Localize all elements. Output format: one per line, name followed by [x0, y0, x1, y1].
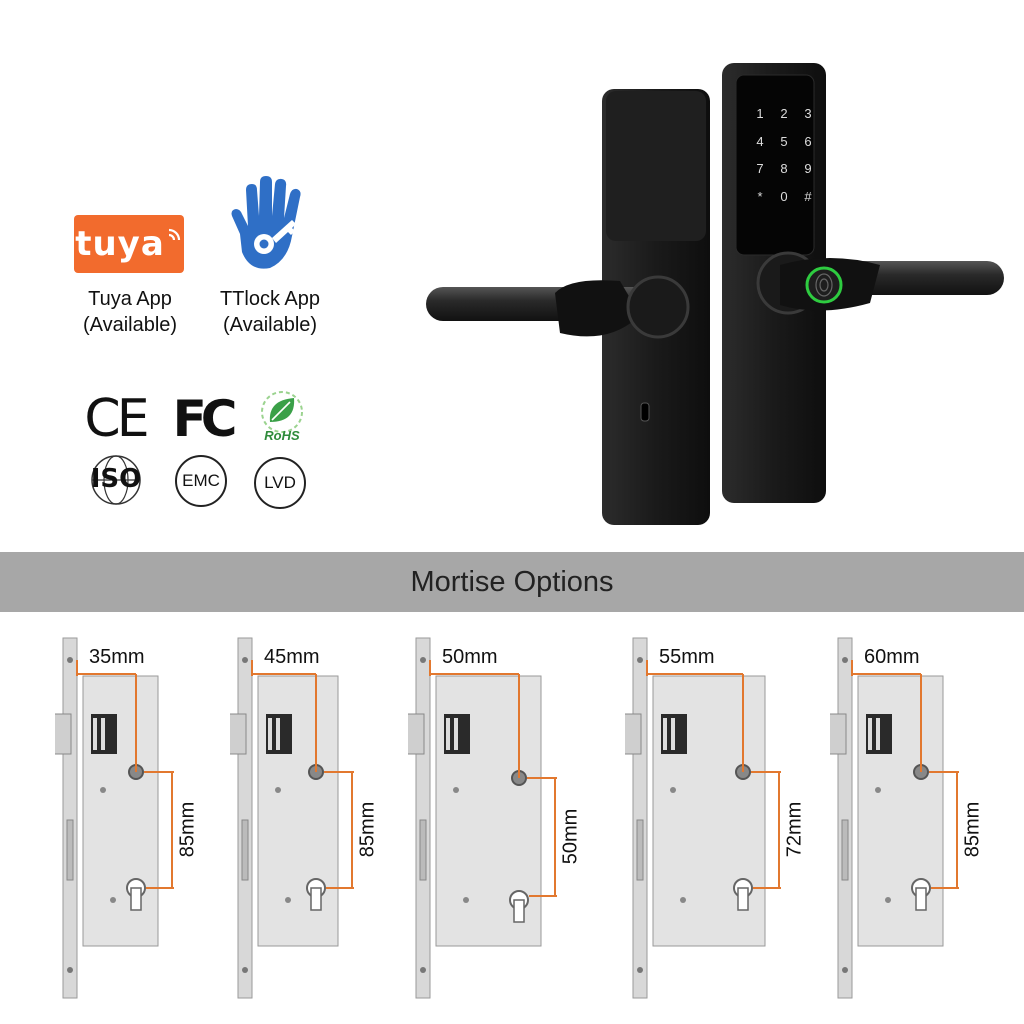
mortise-lock-body: [625, 637, 781, 999]
mortise-height-label: 85mm: [961, 801, 984, 858]
keypad-key: 4: [756, 133, 764, 149]
mortise-option-4: 55mm 72mm: [625, 630, 806, 1010]
lvd-mark: LVD: [254, 457, 306, 509]
wifi-icon: [168, 228, 180, 241]
ttlock-hand-key-icon: [231, 176, 301, 269]
mortise-height-label: 50mm: [559, 808, 582, 865]
mortise-width-label: 35mm: [89, 646, 145, 668]
tuya-app-label: Tuya App (Available): [82, 288, 178, 336]
mortise-lock-body: [408, 637, 557, 999]
rohs-mark: RoHS: [252, 388, 312, 448]
mortise-width-label: 50mm: [442, 646, 498, 668]
ce-mark: CE: [84, 389, 149, 449]
keypad-key: 3: [804, 106, 812, 122]
rohs-leaf-icon: [261, 391, 303, 433]
keypad-key: 1: [756, 106, 764, 122]
keypad-key: 8: [780, 161, 788, 177]
mortise-lock-body: [230, 637, 354, 999]
mortise-options-banner: Mortise Options: [0, 552, 1024, 612]
keypad-key: 6: [804, 133, 812, 149]
keypad-key: 9: [804, 161, 812, 177]
mortise-option-5: 60mm 85mm: [830, 630, 1010, 1010]
mortise-height-label: 85mm: [356, 801, 379, 858]
keypad-key: #: [804, 188, 812, 204]
mortise-lock-body: [830, 637, 959, 999]
mortise-width-label: 60mm: [864, 646, 920, 668]
globe-icon: [91, 455, 141, 505]
keypad-key: *: [757, 188, 763, 204]
mortise-height-label: 72mm: [783, 801, 806, 858]
mortise-height-label: 85mm: [176, 801, 199, 858]
mortise-option-2: 45mm 85mm: [230, 630, 410, 1010]
keypad: 1 2 3 4 5 6 7 8 9 * 0 #: [748, 100, 820, 210]
smart-lock-product-image: [426, 63, 1004, 525]
tuya-logo: tuya: [74, 215, 184, 273]
ttlock-app-label: TTlock App (Available): [219, 288, 321, 336]
mortise-option-3: 50mm 50mm: [408, 630, 588, 1010]
keypad-key: 7: [756, 161, 764, 177]
keypad-key: 0: [780, 188, 788, 204]
keypad-key: 2: [780, 106, 788, 122]
tuya-logo-text: tuya: [75, 224, 165, 264]
mortise-width-label: 55mm: [659, 646, 715, 668]
fcc-mark: FC: [172, 390, 238, 448]
keypad-key: 5: [780, 133, 788, 149]
mortise-lock-body: [55, 637, 174, 999]
emc-mark: EMC: [175, 455, 227, 507]
banner-title: Mortise Options: [410, 565, 614, 598]
fingerprint-sensor-icon: [805, 266, 843, 304]
mortise-width-label: 45mm: [264, 646, 320, 668]
iso-mark: ISO: [84, 452, 148, 508]
mortise-option-1: 35mm 85mm: [55, 630, 235, 1010]
